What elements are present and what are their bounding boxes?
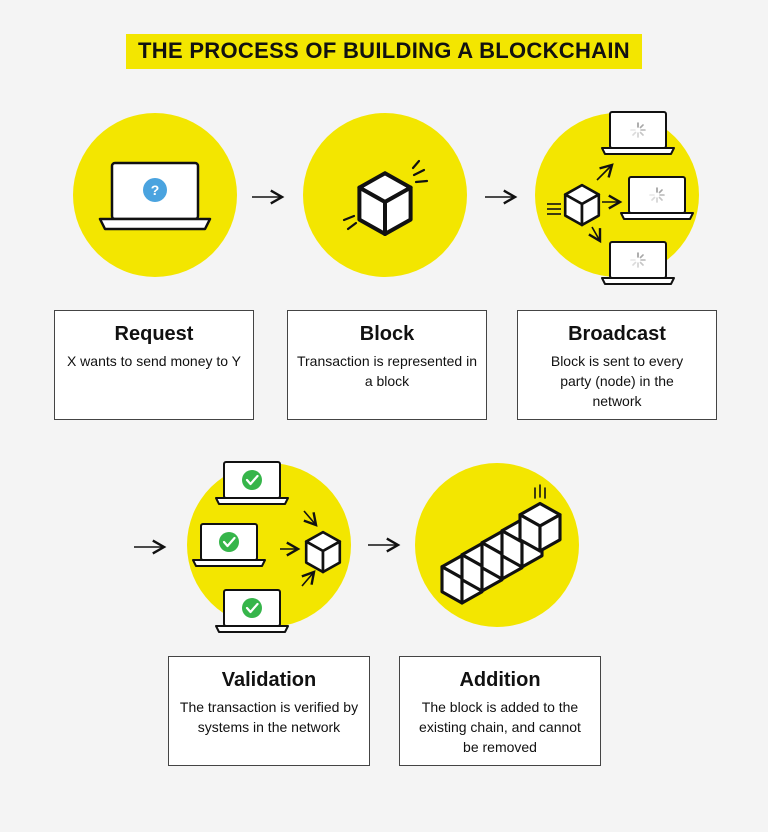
block-description: Transaction is represented in a block [296, 353, 478, 389]
validation-description: The transaction is verified by systems i… [179, 699, 359, 735]
validation-network-icon [192, 461, 342, 633]
broadcast-network-icon [547, 111, 694, 285]
laptop-question-icon: ? [98, 161, 212, 231]
validation-title: Validation [221, 669, 317, 691]
request-title: Request [114, 323, 194, 345]
request-card: Request X wants to send money to Y [54, 310, 254, 420]
block-title: Block [359, 323, 415, 345]
validation-card: Validation The transaction is verified b… [168, 656, 370, 766]
addition-card: Addition The block is added to the exist… [399, 656, 601, 766]
broadcast-title: Broadcast [568, 323, 666, 345]
question-mark: ? [151, 182, 160, 198]
addition-title: Addition [459, 669, 541, 691]
block-chain-icon [440, 484, 562, 605]
cube-icon [342, 159, 429, 234]
title-banner: THE PROCESS OF BUILDING A BLOCKCHAIN [0, 34, 768, 69]
request-description: X wants to send money to Y [66, 353, 242, 369]
page-title: THE PROCESS OF BUILDING A BLOCKCHAIN [126, 34, 642, 69]
addition-description: The block is added to the existing chain… [419, 699, 581, 755]
broadcast-card: Broadcast Block is sent to every party (… [517, 310, 717, 420]
block-card: Block Transaction is represented in a bl… [287, 310, 487, 420]
broadcast-description: Block is sent to every party (node) in t… [550, 353, 684, 409]
